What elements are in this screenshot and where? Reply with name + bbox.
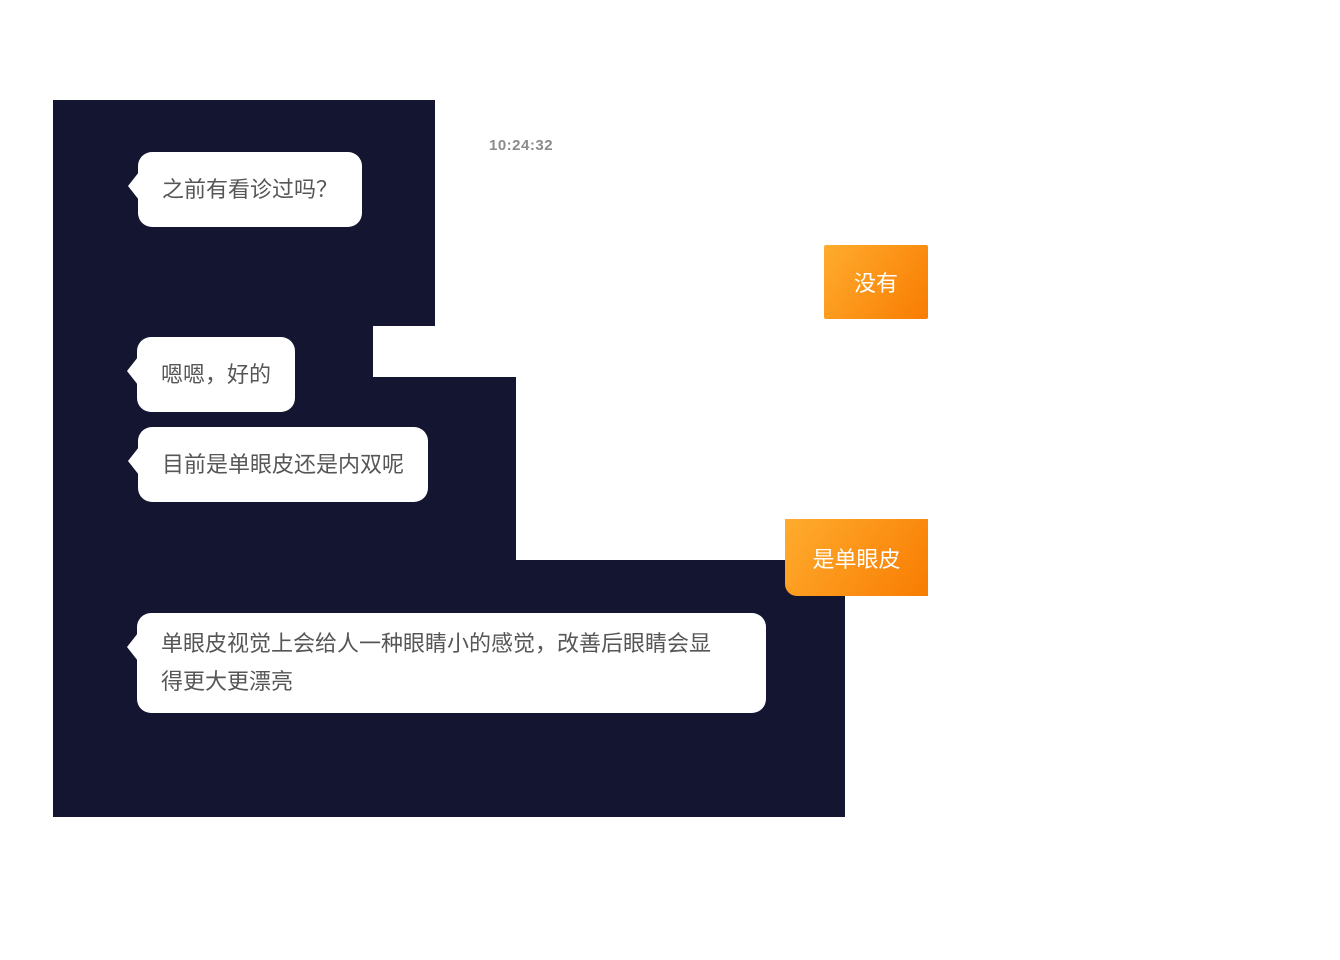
outgoing-message-bubble: 是单眼皮	[785, 519, 928, 596]
message-line: 得更大更漂亮	[161, 669, 294, 694]
incoming-message-bubble: 嗯嗯，好的	[137, 337, 296, 412]
message-line: 单眼皮视觉上会给人一种眼睛小的感觉，改善后眼睛会显	[161, 631, 712, 656]
message-timestamp: 10:24:32	[489, 137, 554, 154]
incoming-message-bubble: 目前是单眼皮还是内双呢	[138, 427, 429, 502]
outgoing-message-bubble: 没有	[824, 245, 928, 319]
incoming-message-bubble: 单眼皮视觉上会给人一种眼睛小的感觉，改善后眼睛会显 得更大更漂亮	[137, 613, 766, 713]
incoming-message-bubble: 之前有看诊过吗？	[138, 152, 363, 227]
